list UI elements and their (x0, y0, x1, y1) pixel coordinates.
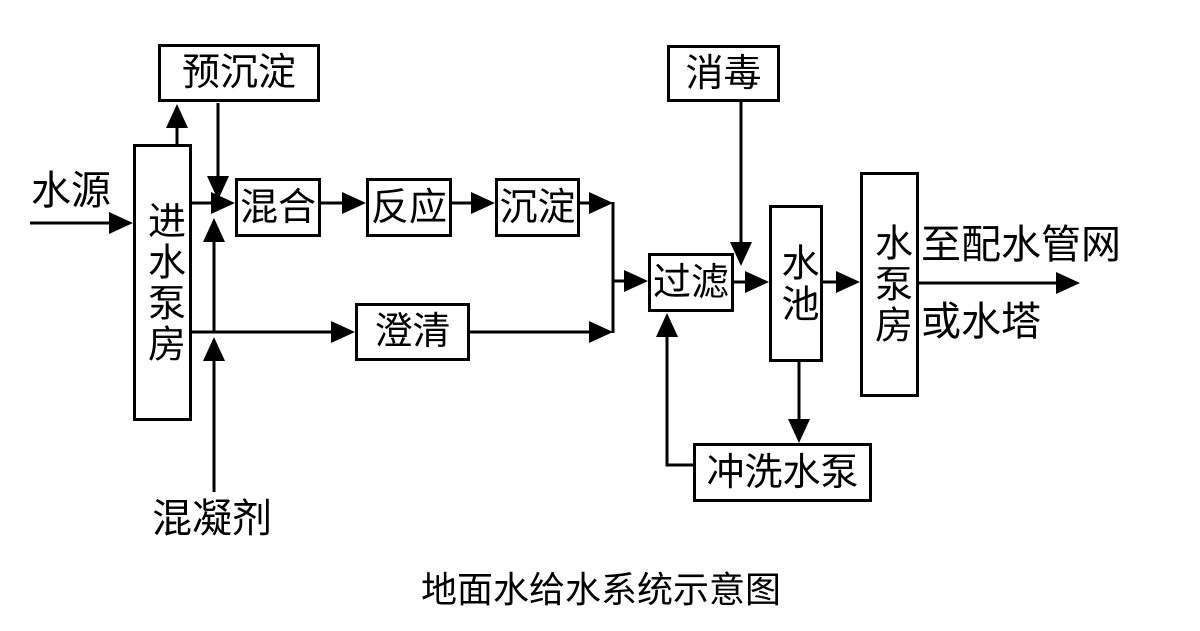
label-or-water-tower: 或水塔 (921, 299, 1041, 344)
arrow-mixing-to-reaction (321, 192, 366, 214)
node-water-tank: 水池 (769, 205, 823, 362)
node-pre-sedimentation: 预沉淀 (158, 44, 320, 102)
label-to-distribution-network: 至配水管网 (921, 222, 1121, 267)
arrow-filtration-to-tank (734, 271, 769, 293)
arrow-reaction-to-sedimentation (452, 192, 495, 214)
arrow-tank-to-pumphouse (823, 271, 860, 293)
arrow-sedimentation-to-collector (580, 192, 613, 214)
arrow-coagulant-to-mixing-line (203, 218, 225, 331)
label-water-source: 水源 (31, 168, 111, 213)
arrow-source-to-intake (30, 212, 133, 234)
arrow-presedimentation-to-mixing-junction (207, 103, 229, 200)
node-backwash-pump: 冲洗水泵 (693, 443, 872, 502)
arrow-collector-to-filtration (613, 270, 648, 292)
node-mixing: 混合 (235, 178, 321, 237)
arrow-intake-to-clarification (192, 321, 355, 343)
diagram-title: 地面水给水系统示意图 (421, 570, 782, 610)
node-intake-pump-house: 进水泵房 (133, 144, 192, 421)
arrow-coagulant-to-clarification-line (203, 337, 225, 492)
node-clarification: 澄清 (355, 303, 470, 361)
node-disinfection: 消毒 (667, 45, 780, 102)
label-coagulant: 混凝剂 (152, 496, 272, 541)
arrow-clarification-to-collector (470, 321, 613, 343)
arrow-backwash-to-filtration (656, 313, 693, 467)
arrow-pumphouse-to-network (919, 272, 1080, 294)
node-filtration: 过滤 (648, 253, 734, 312)
arrow-tank-to-backwash (788, 362, 810, 443)
arrow-intake-to-mixing (192, 192, 235, 214)
arrow-disinfection-to-pipe (730, 102, 752, 266)
node-pump-house: 水泵房 (860, 172, 919, 397)
node-sedimentation: 沉淀 (495, 178, 580, 237)
node-reaction: 反应 (366, 178, 452, 237)
arrow-intake-to-presedimentation (166, 104, 188, 144)
